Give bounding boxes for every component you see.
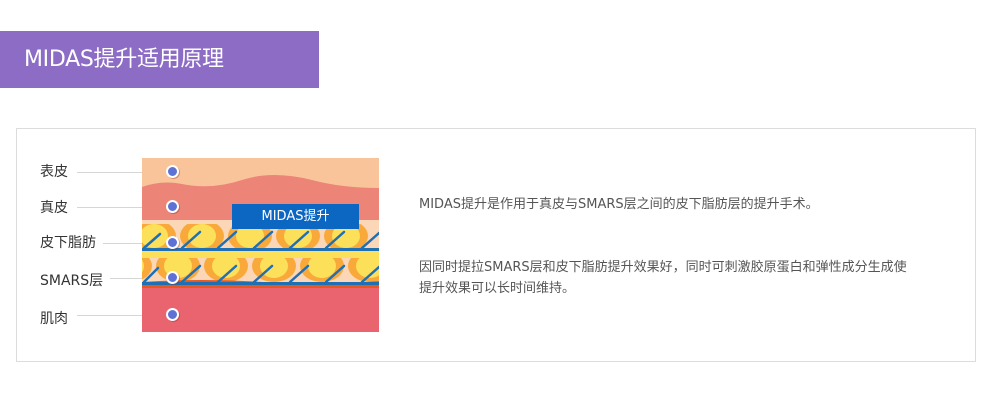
description-paragraph-2-line-1: 因同时提拉SMARS层和皮下脂肪提升效果好，同时可刺激胶原蛋白和弹性成分生成使 <box>419 260 907 275</box>
description-paragraph-1: MIDAS提升是作用于真皮与SMARS层之间的皮下脂肪层的提升手术。 <box>419 197 819 212</box>
marker-dot-dermis <box>166 200 179 213</box>
leader-line-fat <box>103 243 169 244</box>
leader-line-dermis <box>77 207 169 208</box>
lifting-threads <box>142 230 379 285</box>
marker-dot-fat <box>166 236 179 249</box>
label-smas-layer: SMARS层 <box>40 273 104 289</box>
marker-dot-epidermis <box>166 165 179 178</box>
leader-line-muscle <box>77 315 169 316</box>
page-title: MIDAS提升适用原理 <box>0 31 319 88</box>
label-subcutaneous-fat: 皮下脂肪 <box>40 235 96 251</box>
label-dermis: 真皮 <box>40 200 68 216</box>
label-muscle: 肌肉 <box>40 311 68 327</box>
leader-line-smas <box>110 278 169 279</box>
leader-line-epidermis <box>77 172 169 173</box>
description-paragraph-2-line-2: 提升效果可以长时间维持。 <box>419 281 576 296</box>
marker-dot-smas <box>166 271 179 284</box>
marker-dot-muscle <box>166 308 179 321</box>
midas-lift-tag: MIDAS提升 <box>232 204 359 229</box>
label-epidermis: 表皮 <box>40 164 68 180</box>
